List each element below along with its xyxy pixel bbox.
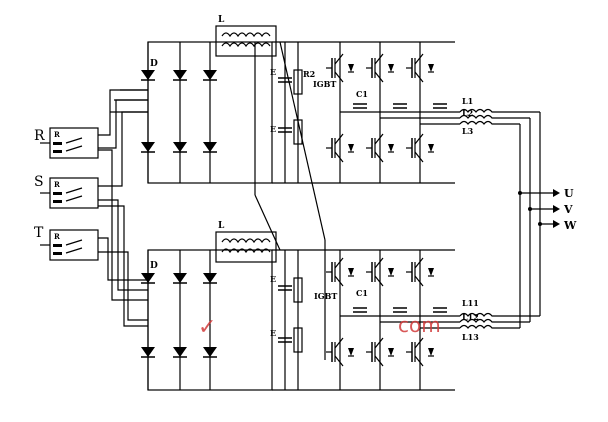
output-label-w: W <box>563 219 577 232</box>
filter-label-l12: L12 <box>462 312 479 322</box>
input-label-s: S <box>34 174 44 190</box>
input-relays: R S T R R R <box>34 89 148 327</box>
upper-converter: D L E E R2 IGBT C1 <box>110 15 540 184</box>
upper-diode-label: D <box>150 59 158 69</box>
lower-cap-label-1: E <box>270 274 276 284</box>
relay-label-s: R <box>54 180 60 189</box>
lower-converter: D L E E IGBT C1 L11 L12 L13 <box>140 221 540 391</box>
lower-inductor <box>215 231 277 263</box>
output-bus: U V W <box>518 112 577 328</box>
lower-inductor-label: L <box>218 221 225 231</box>
filter-label-l3: L3 <box>462 126 474 136</box>
filter-label-l13: L13 <box>462 332 479 342</box>
relay-label-r: R <box>54 130 60 139</box>
upper-igbt-label: IGBT <box>313 79 336 89</box>
upper-cap-label-1: E <box>270 67 276 77</box>
upper-cap-label-2: E <box>270 124 276 134</box>
filter-label-l11: L11 <box>462 298 479 308</box>
upper-snubber-label: C1 <box>356 89 368 99</box>
upper-inductor-label: L <box>218 15 225 25</box>
lower-igbt-label: IGBT <box>314 291 337 301</box>
upper-resistor-label: R2 <box>303 69 315 79</box>
lower-snubber-label: C1 <box>356 288 368 298</box>
lower-diode-label: D <box>150 261 158 271</box>
lower-cap-label-2: E <box>270 328 276 338</box>
upper-diode <box>140 69 218 153</box>
filter-label-l2: L2 <box>462 108 473 118</box>
filter-label-l1: L1 <box>462 96 473 106</box>
relay-label-t: R <box>54 232 60 241</box>
input-label-t: T <box>34 225 44 241</box>
upper-inductor <box>215 25 277 57</box>
watermark-mark: ✓ <box>198 315 216 340</box>
watermark-text: com <box>398 313 441 337</box>
output-label-v: V <box>563 203 573 216</box>
input-label-r: R <box>34 128 45 144</box>
output-label-u: U <box>564 187 574 200</box>
